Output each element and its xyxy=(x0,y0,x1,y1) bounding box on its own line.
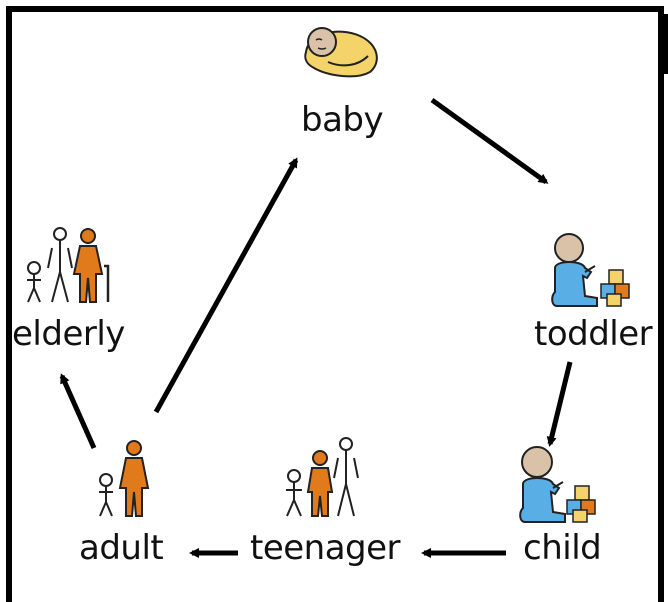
life-cycle-diagram: baby toddler child teenager xyxy=(12,27,653,568)
stage-label-elderly: elderly xyxy=(12,314,125,354)
toddler-with-blocks-icon xyxy=(551,233,630,307)
arrow-baby-to-toddler xyxy=(430,97,549,185)
cycle-arrows xyxy=(59,97,573,558)
stage-label-child: child xyxy=(523,528,602,568)
arrow-toddler-to-child xyxy=(546,361,573,447)
child-with-blocks-icon xyxy=(519,446,596,523)
swaddled-baby-icon xyxy=(304,27,378,78)
frame-edge-rule xyxy=(663,14,668,74)
adult-with-child-icon xyxy=(99,440,150,517)
stage-label-baby: baby xyxy=(301,100,384,140)
teenager-group-icon xyxy=(286,437,359,517)
stage-label-adult: adult xyxy=(79,528,164,568)
arrow-adult-to-elderly xyxy=(59,373,97,450)
elderly-family-icon xyxy=(27,227,110,303)
stage-label-toddler: toddler xyxy=(534,314,653,354)
stage-label-teenager: teenager xyxy=(250,528,401,568)
arrow-adult-to-baby xyxy=(153,157,299,414)
